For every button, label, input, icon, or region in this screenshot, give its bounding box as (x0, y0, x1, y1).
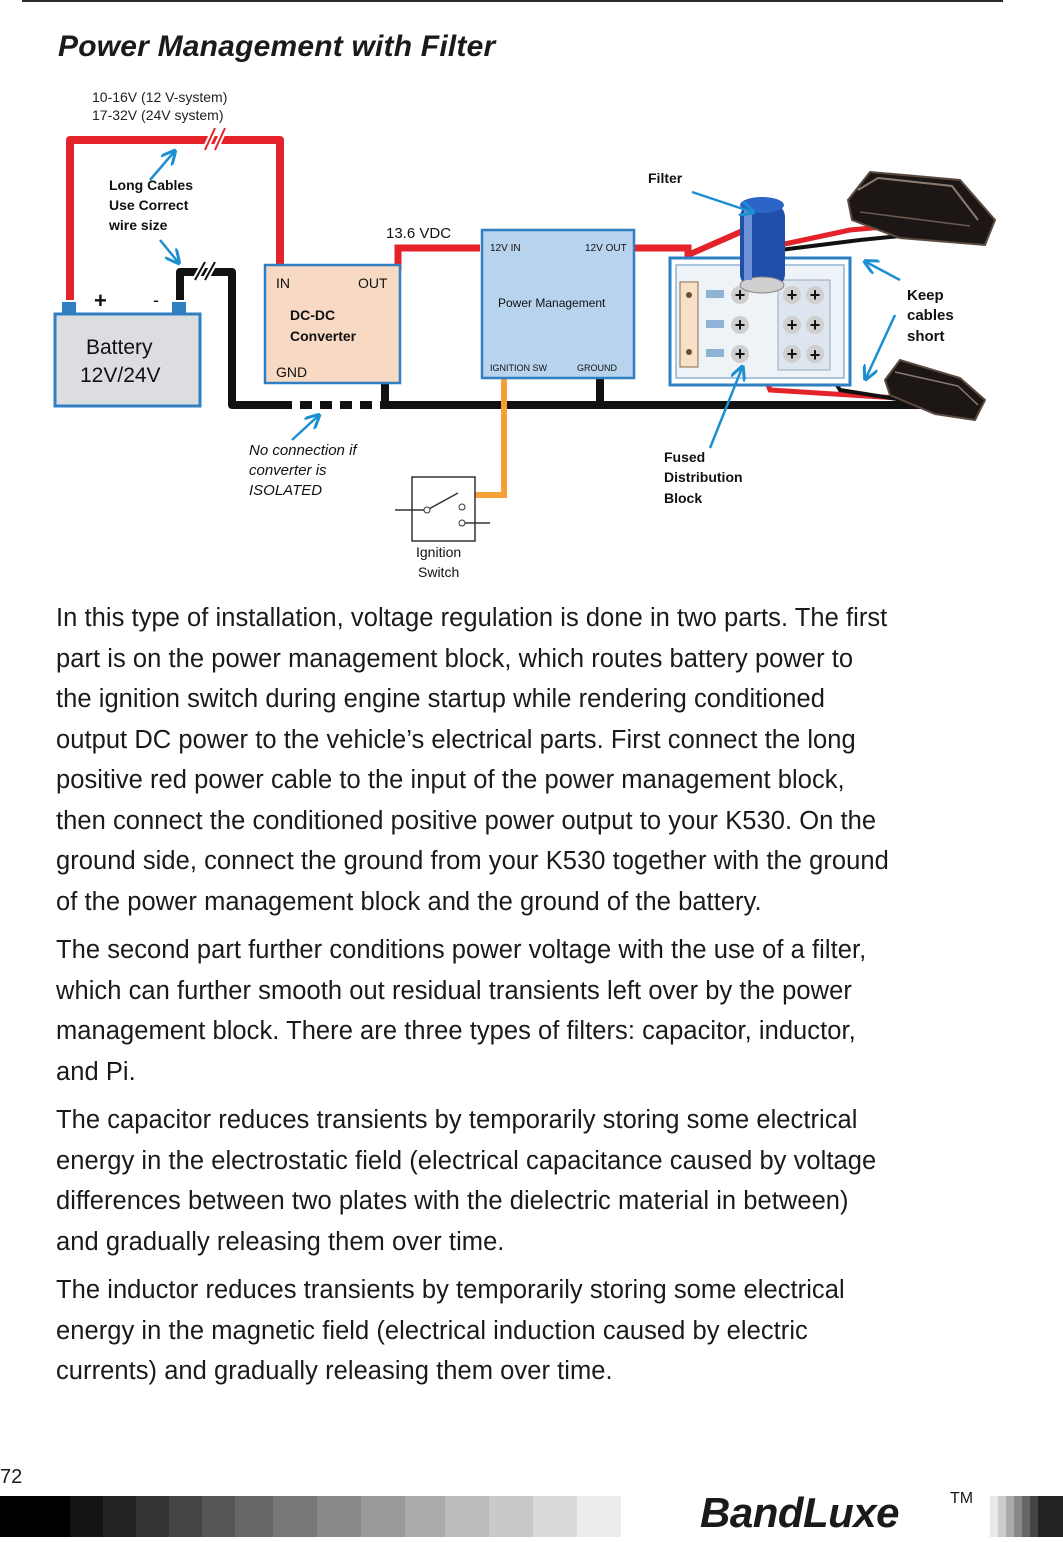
pm-ignition-label: IGNITION SW (490, 363, 548, 373)
bandluxe-logo: BandLuxe (700, 1489, 900, 1536)
pm-12v-in-label: 12V IN (490, 243, 521, 254)
svg-text:+: + (810, 345, 821, 365)
text-line: currents) and gradually releasing them o… (56, 1357, 613, 1385)
device-router-top (846, 170, 997, 247)
trademark-symbol: TM (950, 1490, 974, 1507)
text-line: and gradually releasing them over time. (56, 1227, 505, 1256)
svg-text:+: + (810, 285, 821, 305)
top-rule (22, 0, 1003, 2)
text-line: output DC power to the vehicle’s electri… (56, 725, 856, 754)
text-line: differences between two plates with the … (56, 1187, 849, 1215)
filter-label: Filter (648, 170, 683, 186)
svg-text:+: + (810, 315, 821, 335)
text-line: positive red power cable to the input of… (56, 766, 845, 794)
battery-label-line1: Battery (86, 336, 153, 359)
text-line: The capacitor reduces transients by temp… (56, 1106, 858, 1134)
long-cables-line1: Long Cables (109, 177, 193, 193)
paragraph-1: In this type of installation, voltage re… (56, 598, 1006, 922)
vdc-label: 13.6 VDC (386, 225, 451, 242)
keep-cables-line3: short (907, 328, 945, 345)
fused-line1: Fused (664, 449, 705, 465)
no-connection-line3: ISOLATED (249, 482, 322, 499)
footer-gradient-bar (0, 1496, 1063, 1537)
converter-gnd-label: GND (276, 364, 307, 380)
svg-text:+: + (735, 285, 746, 305)
paragraph-2: The second part further conditions power… (56, 930, 1006, 1092)
text-line: energy in the magnetic field (electrical… (56, 1316, 808, 1345)
svg-text:+: + (735, 315, 746, 335)
body-text: In this type of installation, voltage re… (56, 598, 1006, 1400)
ignition-line1: Ignition (416, 544, 461, 560)
arrow-no-connection (291, 416, 318, 441)
text-line: which can further smooth out residual tr… (56, 976, 852, 1005)
ignition-switch (395, 476, 490, 542)
ignition-wire (475, 370, 507, 498)
pm-name-label: Power Management (498, 296, 606, 310)
voltage-note-line1: 10-16V (12 V-system) (92, 89, 227, 105)
text-line: The inductor reduces transients by tempo… (56, 1276, 845, 1304)
arrow-keep-short-up (866, 262, 901, 282)
no-connection-line2: converter is (249, 462, 327, 479)
ignition-line2: Switch (418, 564, 459, 580)
no-connection-line1: No connection if (249, 442, 358, 459)
pm-12v-out-label: 12V OUT (585, 243, 627, 254)
converter-output-wire (394, 244, 480, 270)
keep-cables-line2: cables (907, 307, 954, 324)
text-line: then connect the conditioned positive po… (56, 806, 877, 835)
text-line: of the power management block and the gr… (56, 887, 762, 916)
svg-text:+: + (787, 285, 798, 305)
text-line: ground side, connect the ground from you… (56, 847, 889, 875)
svg-text:+: + (735, 344, 746, 364)
text-line: The second part further conditions power… (56, 936, 867, 964)
converter-name-line2: Converter (290, 328, 357, 344)
filter-capacitor (739, 197, 785, 294)
arrow-filter (691, 190, 752, 212)
long-cables-line3: wire size (108, 217, 168, 233)
arrow-fused-block (708, 368, 742, 449)
arrow-long-cables-down (159, 239, 178, 262)
arrow-keep-short-down (866, 314, 897, 378)
text-line: management block. There are three types … (56, 1017, 856, 1045)
long-cables-line2: Use Correct (109, 197, 189, 213)
power-management-block: 12V IN 12V OUT Power Management IGNITION… (480, 228, 636, 380)
arrow-long-cables-up (149, 152, 174, 181)
battery-label-line2: 12V/24V (80, 364, 161, 387)
keep-cables-line1: Keep (907, 287, 944, 304)
paragraph-4: The inductor reduces transients by tempo… (56, 1270, 1006, 1392)
device-router-bottom (883, 358, 987, 422)
text-line: energy in the electrostatic field (elect… (56, 1146, 877, 1175)
wiring-diagram: 10-16V (12 V-system) 17-32V (24V system)… (0, 80, 1063, 585)
pm-ground-label: GROUND (577, 363, 617, 373)
fused-line2: Distribution (664, 469, 743, 485)
svg-text:+: + (787, 315, 798, 335)
fused-line3: Block (664, 490, 702, 506)
text-line: In this type of installation, voltage re… (56, 604, 888, 632)
page-title: Power Management with Filter (58, 30, 496, 63)
page-number: 72 (0, 1466, 23, 1488)
voltage-note-line2: 17-32V (24V system) (92, 107, 224, 123)
text-line: part is on the power management block, w… (56, 644, 854, 673)
text-line: and Pi. (56, 1057, 136, 1086)
converter-name-line1: DC-DC (290, 307, 335, 323)
svg-text:+: + (787, 344, 798, 364)
battery-plus: + (94, 288, 107, 313)
battery-minus: - (153, 290, 159, 310)
paragraph-3: The capacitor reduces transients by temp… (56, 1100, 1006, 1262)
converter-in-label: IN (276, 275, 290, 291)
ground-wire (176, 260, 938, 409)
positive-wire (66, 126, 284, 300)
battery: + - Battery 12V/24V (53, 288, 202, 408)
converter-out-label: OUT (358, 275, 388, 291)
dc-dc-converter: IN OUT DC-DC Converter GND (263, 263, 402, 385)
text-line: the ignition switch during engine startu… (56, 685, 825, 713)
